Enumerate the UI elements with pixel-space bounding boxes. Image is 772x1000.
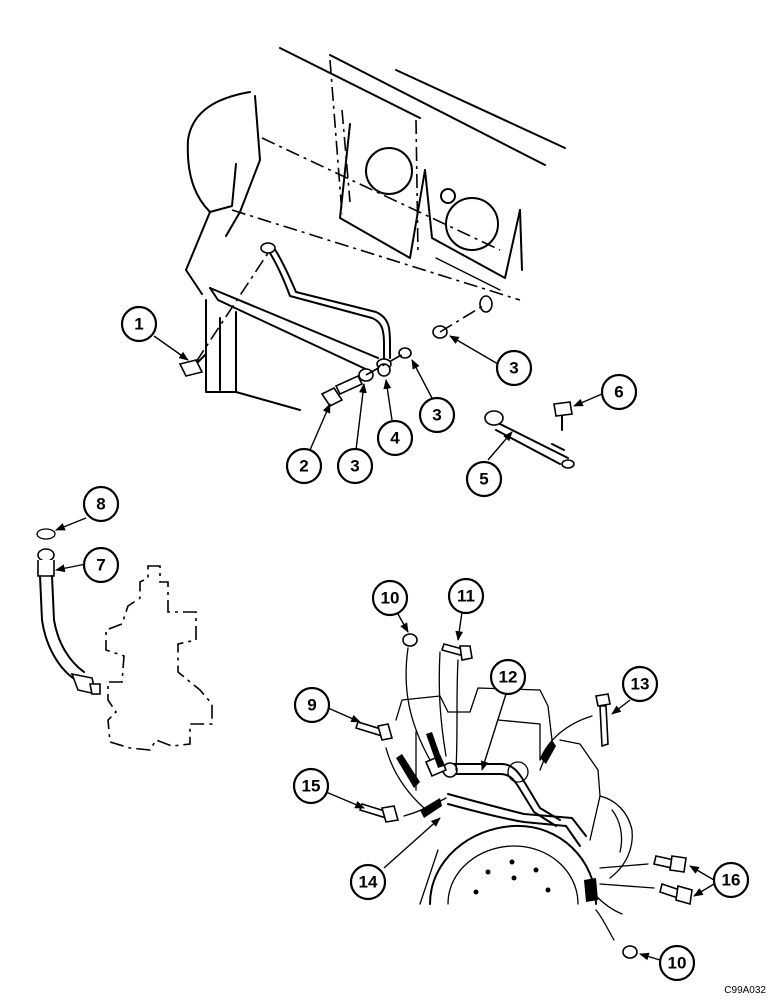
callout-7: 7	[82, 546, 120, 584]
callout-8: 8	[82, 485, 120, 523]
bolt-11	[440, 643, 473, 661]
flywheel-housing-assembly	[354, 633, 693, 959]
svg-text:10: 10	[668, 954, 687, 973]
callout-leaders	[55, 335, 715, 961]
callout-12: 12	[489, 658, 527, 696]
svg-text:13: 13	[631, 675, 650, 694]
callout-15: 15	[292, 767, 330, 805]
svg-text:3: 3	[509, 359, 518, 378]
bracket-5-and-bolt-6	[484, 401, 575, 469]
callout-11: 11	[447, 577, 485, 615]
callout-9: 9	[293, 686, 331, 724]
svg-text:7: 7	[96, 556, 105, 575]
washer-10-lower	[622, 945, 638, 959]
engine-block-top-view	[178, 47, 566, 411]
callout-3-mid: 3	[418, 396, 456, 434]
svg-text:4: 4	[390, 429, 400, 448]
injection-pump-assembly	[36, 528, 213, 751]
svg-text:3: 3	[350, 457, 359, 476]
svg-text:10: 10	[381, 589, 400, 608]
svg-text:1: 1	[134, 315, 143, 334]
bolt-13	[595, 693, 611, 748]
svg-text:15: 15	[302, 777, 321, 796]
callout-13: 13	[621, 665, 659, 703]
washer-3-mid	[398, 347, 412, 359]
bolt-2	[320, 374, 364, 408]
bolt-9	[354, 721, 394, 741]
callout-6: 6	[600, 373, 638, 411]
drawing-reference: C99A032	[724, 985, 766, 996]
banjo-4	[377, 363, 391, 377]
callout-16: 16	[712, 861, 750, 899]
callout-10-lower: 10	[658, 944, 696, 982]
callout-3-lower: 3	[336, 447, 374, 485]
svg-text:11: 11	[457, 587, 475, 606]
bolt-1	[178, 353, 207, 377]
bolt-15	[358, 803, 400, 823]
washer-10-upper	[402, 633, 418, 647]
callout-1: 1	[120, 305, 158, 343]
bolt-16-upper	[653, 855, 687, 873]
callout-4: 4	[376, 419, 414, 457]
svg-text:3: 3	[432, 406, 441, 425]
o-ring-8	[36, 528, 56, 540]
svg-text:5: 5	[479, 470, 488, 489]
svg-text:9: 9	[307, 696, 316, 715]
callout-3-upper: 3	[495, 349, 533, 387]
svg-text:8: 8	[96, 495, 105, 514]
svg-text:12: 12	[499, 668, 518, 687]
svg-text:16: 16	[722, 871, 741, 890]
callout-10-upper: 10	[371, 579, 409, 617]
svg-text:14: 14	[359, 873, 378, 892]
callout-2: 2	[285, 447, 323, 485]
callout-14: 14	[349, 863, 387, 901]
svg-text:6: 6	[614, 383, 623, 402]
bolt-16-lower	[659, 882, 693, 906]
callout-5: 5	[465, 460, 503, 498]
svg-text:2: 2	[299, 457, 308, 476]
